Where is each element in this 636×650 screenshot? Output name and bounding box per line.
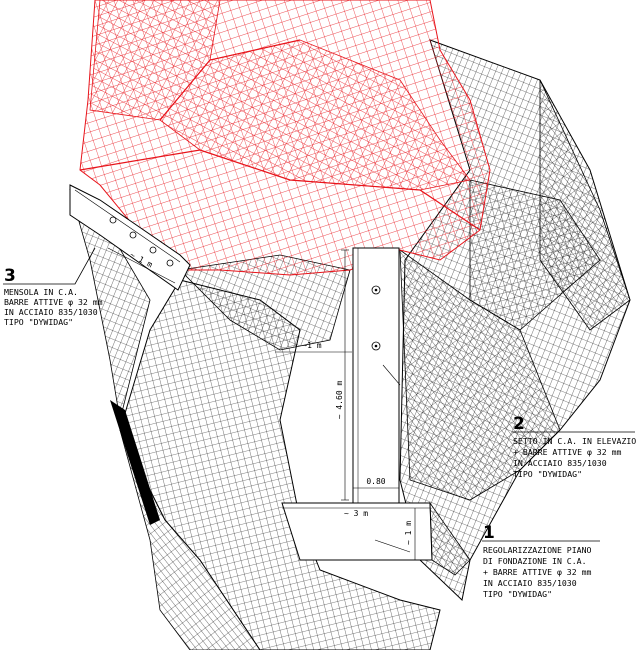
callout-3-line-2: BARRE ATTIVE φ 32 mm — [4, 297, 103, 307]
callout-2-line-2: + BARRE ATTIVE φ 32 mm — [513, 447, 622, 457]
callout-2-line-4: TIPO "DYWIDAG" — [513, 469, 582, 479]
callout-1-line-5: TIPO "DYWIDAG" — [483, 589, 552, 599]
callout-1: 1 REGOLARIZZAZIONE PIANO DI FONDAZIONE I… — [482, 523, 600, 599]
dim-base-height: ~ 1 m — [404, 521, 413, 545]
callout-2-line-1: SETTO IN C.A. IN ELEVAZIONE — [513, 436, 636, 446]
rock-mass-left — [69, 188, 561, 650]
callout-3: 3 MENSOLA IN C.A. BARRE ATTIVE φ 32 mm I… — [3, 247, 103, 327]
callout-1-line-4: IN ACCIAIO 835/1030 — [483, 578, 577, 588]
callout-3-number: 3 — [4, 266, 16, 286]
boulder-mesh — [79, 0, 491, 276]
callout-1-line-3: + BARRE ATTIVE φ 32 mm — [483, 567, 592, 577]
bolt-head-icon — [371, 341, 381, 351]
dim-wall-height: ~ 4.60 m — [335, 381, 344, 420]
dim-wall-thickness: 0.80 — [366, 477, 385, 486]
callout-2-line-3: IN ACCIAIO 835/1030 — [513, 458, 607, 468]
callout-3-line-3: IN ACCIAIO 835/1030 — [4, 307, 98, 317]
callout-2-number: 2 — [513, 414, 525, 434]
dim-base-width: ~ 3 m — [344, 509, 368, 518]
bolt-head-icon — [129, 231, 137, 239]
callout-3-line-4: TIPO "DYWIDAG" — [4, 317, 73, 327]
bolt-head-icon — [371, 285, 381, 295]
bolt-head-icon — [166, 259, 174, 267]
callout-1-line-2: DI FONDAZIONE IN C.A. — [483, 556, 587, 566]
bolt-head-icon — [109, 216, 117, 224]
bracket-mensola — [69, 184, 191, 291]
callout-1-line-1: REGOLARIZZAZIONE PIANO — [483, 545, 592, 555]
callout-3-line-1: MENSOLA IN C.A. — [4, 287, 78, 297]
wall-setto — [352, 247, 401, 504]
callout-1-number: 1 — [483, 523, 495, 543]
callout-2: 2 SETTO IN C.A. IN ELEVAZIONE + BARRE AT… — [512, 414, 636, 479]
dim-wall-offset: ~1 m — [302, 341, 321, 350]
foundation-base — [281, 501, 471, 576]
bolt-head-icon — [149, 246, 157, 254]
dimension-lines — [107, 247, 430, 560]
